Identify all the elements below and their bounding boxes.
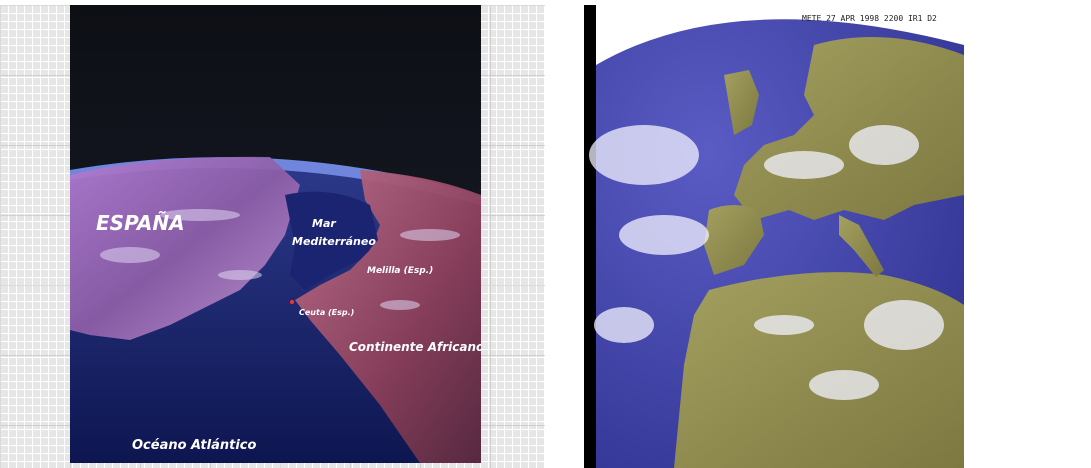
label-africa: Continente Africano [349, 340, 481, 354]
label-ceuta: Ceuta (Esp.) [299, 308, 354, 317]
spain-landmass [70, 156, 300, 340]
ceuta-marker [290, 300, 294, 304]
italy-landmass [839, 215, 884, 277]
mediterranean-sea [285, 191, 378, 290]
label-mediterranean-1: Mar [312, 217, 336, 230]
label-spain: ESPAÑA [96, 211, 185, 235]
satellite-caption: METE 27 APR 1998 2200 IR1 D2 [802, 14, 937, 23]
africa-landmass [674, 272, 964, 468]
right-image-panel: METE 27 APR 1998 2200 IR1 D2 [584, 5, 966, 468]
left-border [584, 5, 596, 468]
label-atlantic: Océano Atlántico [132, 438, 256, 453]
label-mediterranean-2: Mediterráneo [292, 235, 376, 248]
label-melilla: Melilla (Esp.) [367, 266, 433, 276]
satellite-photo: METE 27 APR 1998 2200 IR1 D2 [584, 5, 966, 468]
cloud-cover [589, 125, 944, 400]
iberia-landmass [704, 205, 764, 275]
britain-landmass [724, 70, 759, 135]
left-image-panel: ESPAÑA Mar Mediterráneo Melilla (Esp.) C… [0, 5, 545, 468]
space-photo: ESPAÑA Mar Mediterráneo Melilla (Esp.) C… [70, 5, 481, 463]
africa-landmass [295, 170, 481, 463]
